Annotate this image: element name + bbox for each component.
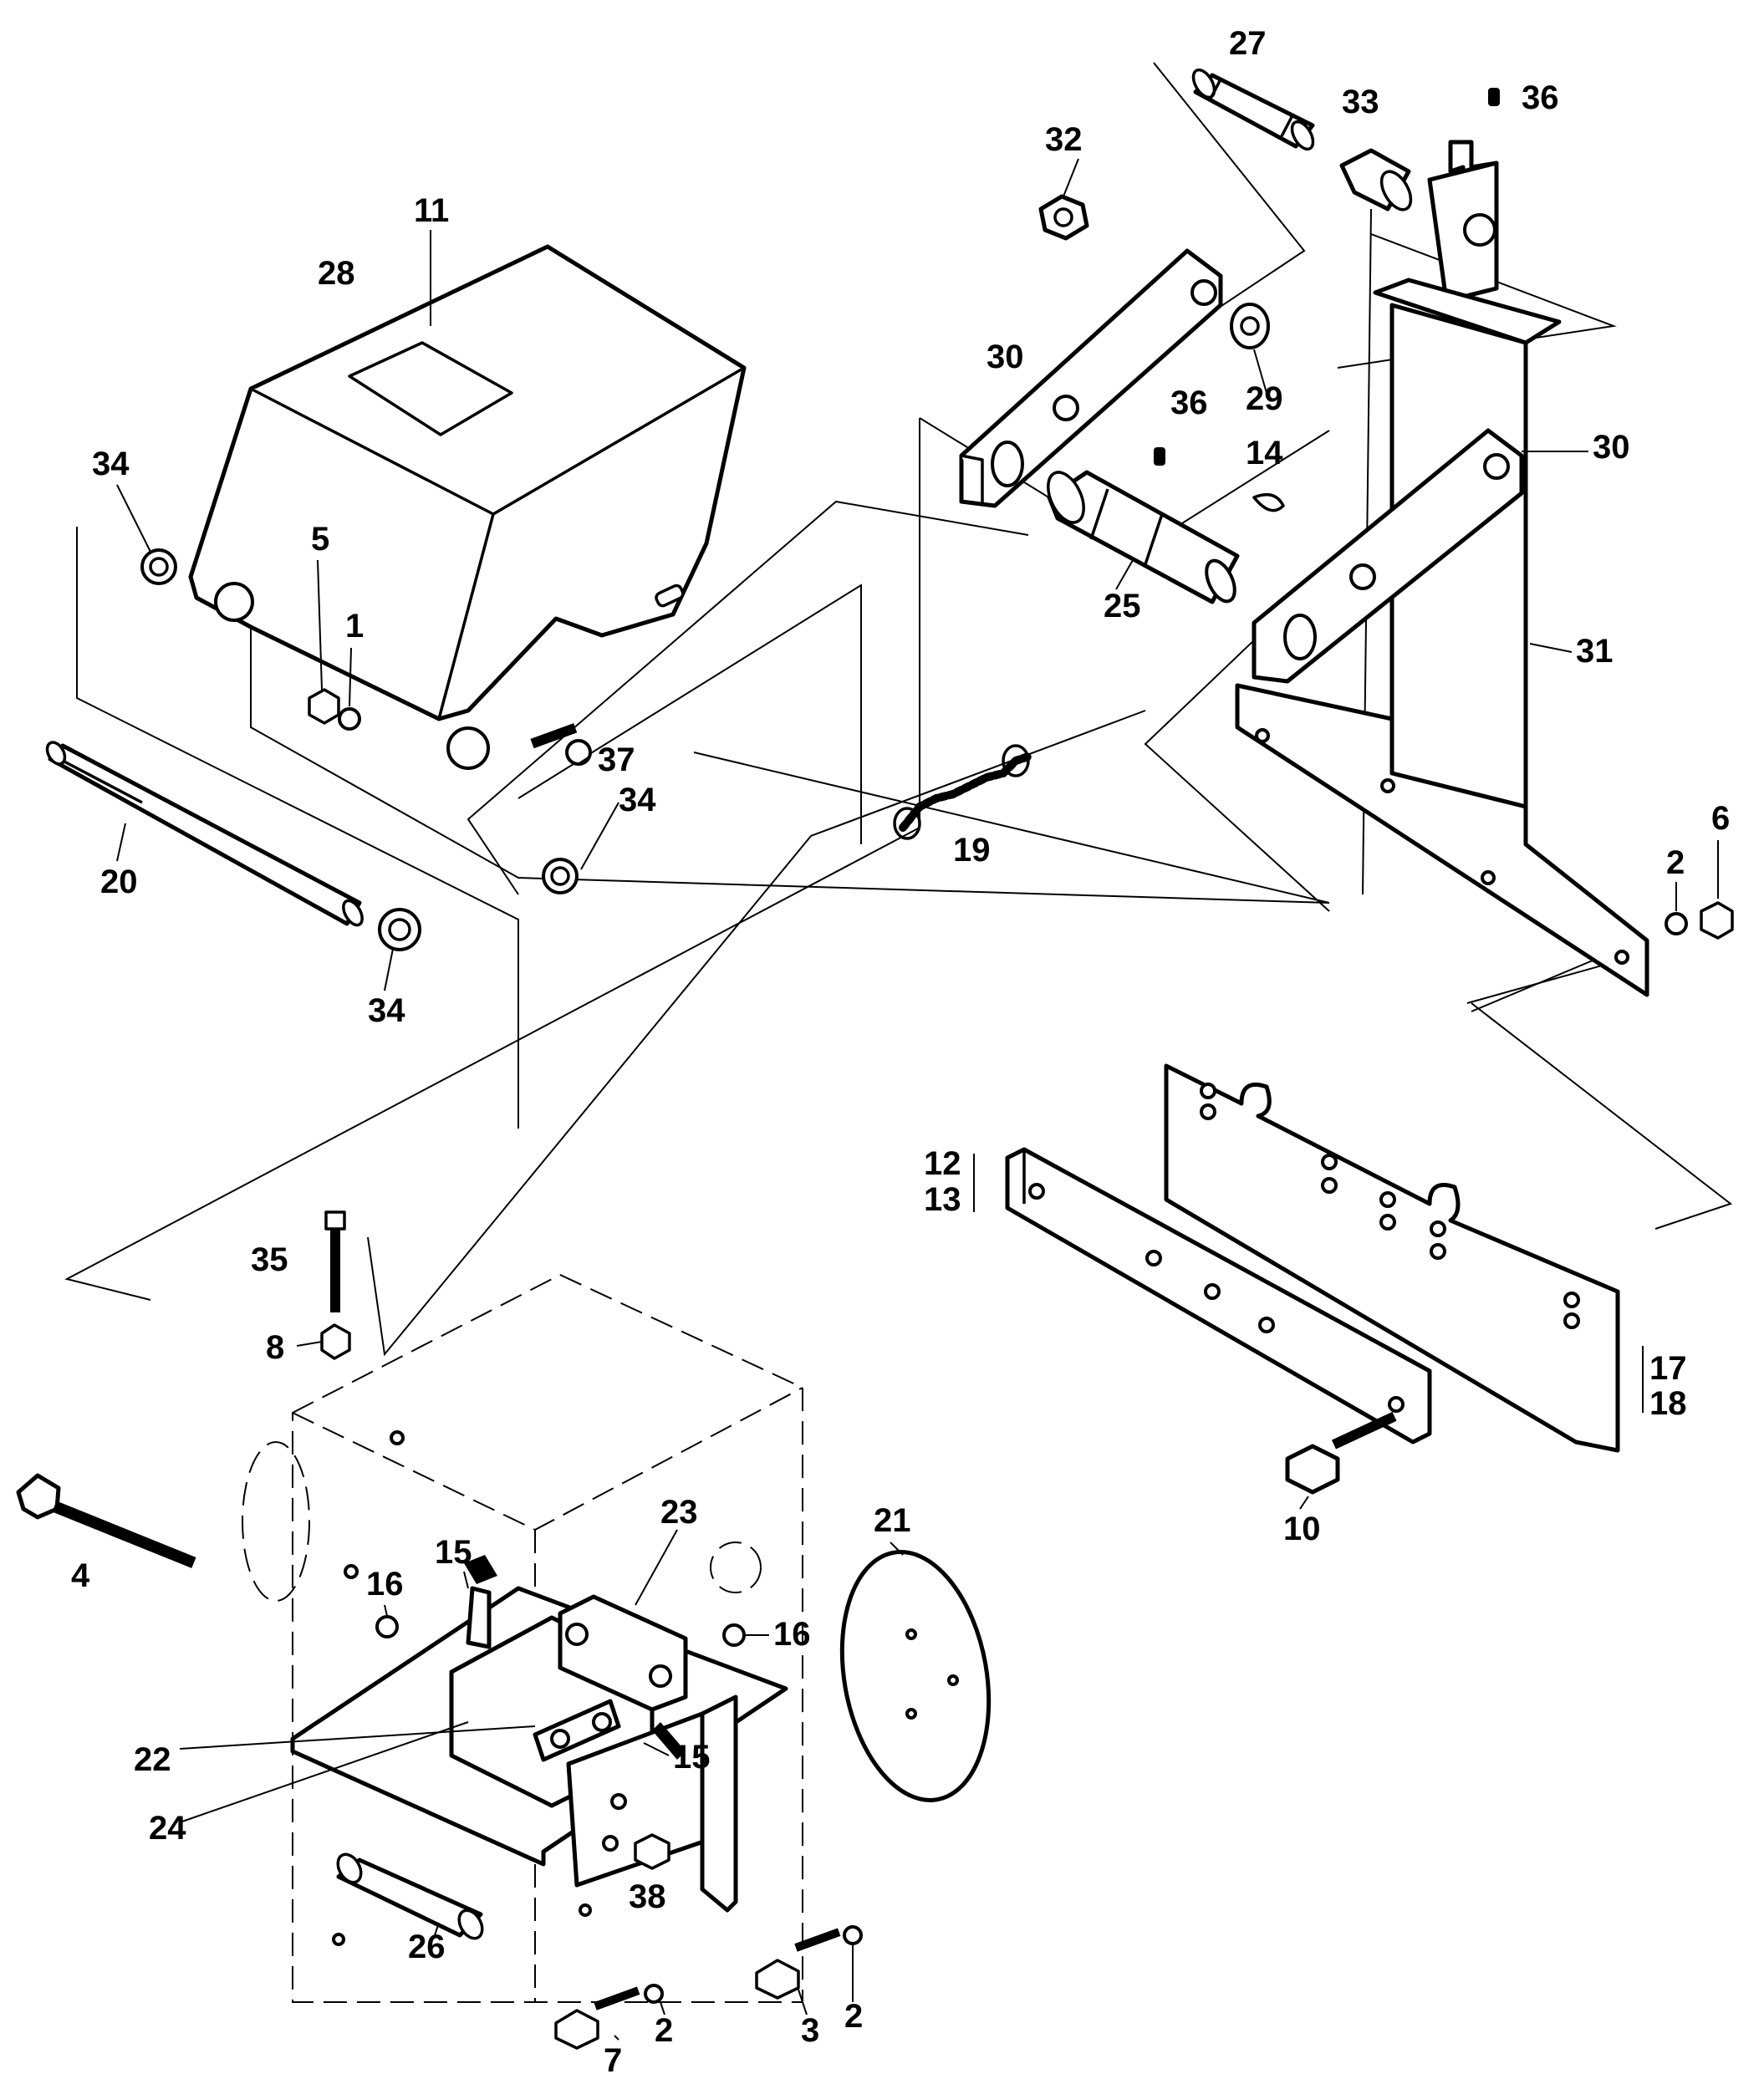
label-7: 7 [604,2042,622,2074]
label-3: 3 [801,2012,819,2049]
label-13: 13 [924,1181,961,1218]
link-arm-30-upper [959,248,1223,508]
label-37: 37 [598,741,635,778]
frame-31 [1235,140,1649,997]
label-12: 12 [924,1145,961,1182]
plate-12-13 [1005,1147,1432,1445]
label-8: 8 [266,1329,284,1366]
pin-25 [1047,470,1285,604]
washer-2-nut-6-right [1665,901,1734,940]
plate-17-18 [1164,1063,1620,1453]
nut-32-washer-29 [1038,194,1270,349]
label-34-low: 34 [368,992,405,1029]
washers-16 [375,1615,746,1647]
base-plate-assembly [290,1555,788,1913]
label-25: 25 [1104,588,1141,624]
label-14: 14 [1246,435,1283,471]
cover-housing [188,244,747,770]
bolt-10 [1285,1411,1397,1495]
label-20: 20 [100,864,138,900]
label-34-top: 34 [92,446,130,482]
label-2-bottom-mid: 2 [655,2012,673,2049]
label-23: 23 [660,1494,698,1531]
label-36-mid: 36 [1170,385,1208,421]
label-15-top: 15 [435,1534,472,1571]
grease-fittings-36 [1154,88,1500,466]
label-18: 18 [1649,1385,1687,1422]
shaft-20 [45,741,364,927]
label-33: 33 [1342,84,1379,120]
label-28: 28 [318,255,355,292]
disc-21 [839,1550,992,1802]
label-35: 35 [251,1241,288,1278]
label-pointers [116,158,1719,2041]
label-26: 26 [408,1929,446,1965]
washers-34 [140,548,579,951]
label-30-upper: 30 [987,339,1024,375]
label-38: 38 [629,1878,666,1915]
label-19: 19 [953,832,991,869]
roller-26 [336,1852,484,1940]
label-36-top: 36 [1522,79,1559,116]
label-24: 24 [149,1810,186,1847]
label-11: 11 [414,192,449,229]
label-21: 21 [874,1502,911,1539]
label-30-right: 30 [1593,429,1630,466]
label-31: 31 [1576,633,1614,670]
pin-27-and-bushing-33 [1191,68,1413,211]
label-2-right: 2 [1666,844,1685,881]
label-1: 1 [345,608,364,645]
small-hardware-upper-left [308,688,592,766]
label-10: 10 [1283,1511,1321,1547]
label-17: 17 [1649,1350,1687,1387]
label-6: 6 [1711,800,1730,837]
bracket-lines-12-13-17-18 [973,1154,1644,1413]
label-32: 32 [1045,121,1083,158]
label-22: 22 [134,1741,171,1778]
label-16-right: 16 [773,1616,811,1653]
part-number-labels: 27 33 36 32 11 28 30 29 36 30 14 34 5 25… [71,25,1730,2074]
label-5: 5 [311,521,329,558]
long-bolt-4 [16,1473,196,1568]
label-2-bottom-right: 2 [844,1998,863,2035]
label-27: 27 [1229,25,1267,62]
bolts-7-3-lower [554,1925,863,2050]
label-34-mid: 34 [619,782,656,818]
label-16-left: 16 [366,1566,404,1603]
spring-19 [893,744,1032,840]
bolt-35-nut-8 [320,1210,351,1360]
label-4: 4 [71,1557,90,1594]
label-15-mid: 15 [673,1739,711,1776]
